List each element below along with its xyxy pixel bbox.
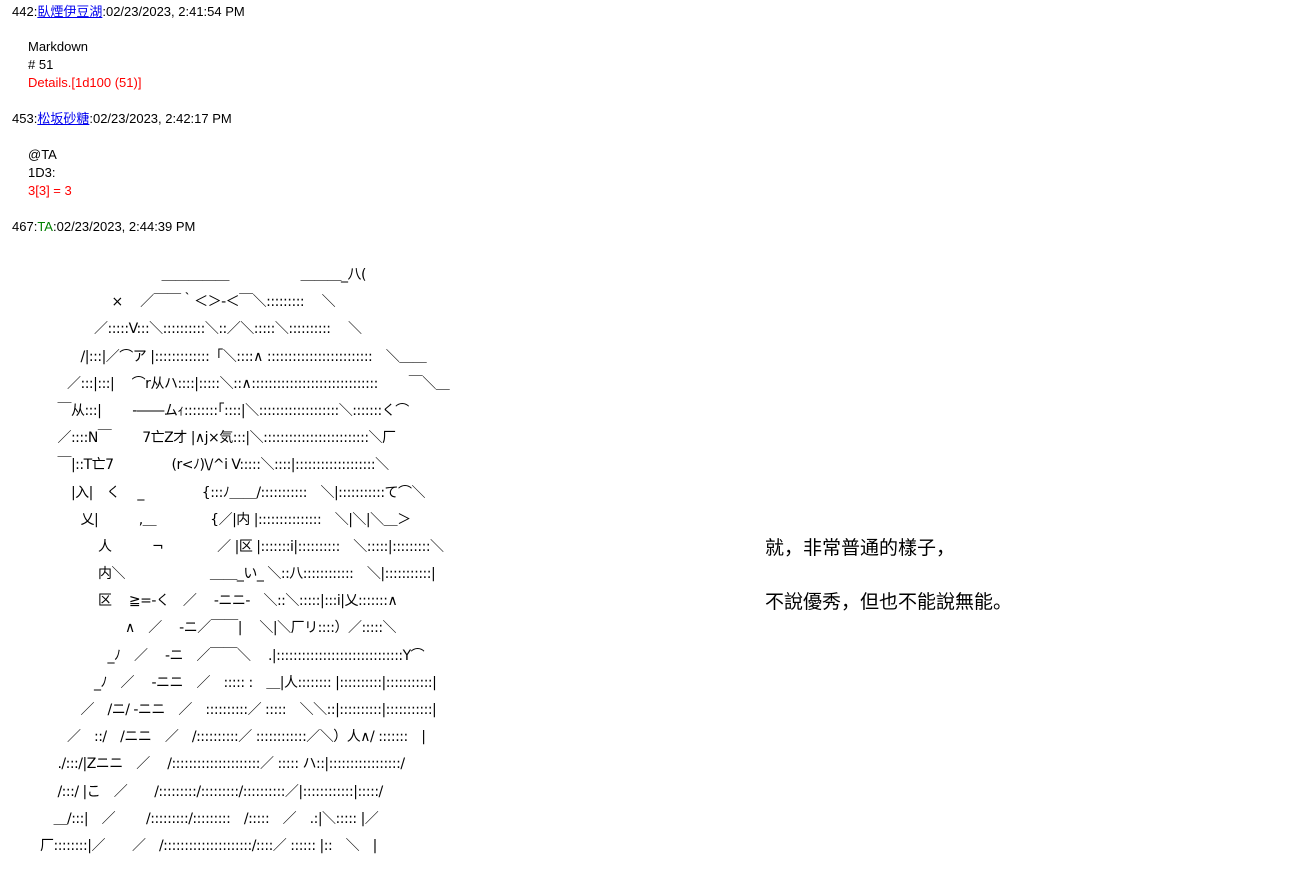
ascii-art-line: ／:::|:::| ⌒r从ハ::::|:::::＼::∧::::::::::::… [40, 375, 450, 392]
dice-result: Details.[1d100 (51)] [28, 75, 142, 90]
post-header-442: 442:臥煙伊豆湖:02/23/2023, 2:41:54 PM [12, 3, 245, 21]
ascii-art-line: ＿＿＿＿＿ ＿＿＿_八( [40, 267, 366, 283]
ascii-art-line: ￣|::T亡7 (r<ﾉ)\/^i V:::::＼::::|::::::::::… [40, 457, 389, 474]
post-line: 1D3: [28, 165, 56, 180]
separator: : [33, 111, 38, 126]
post-header-453: 453:松坂砂糖:02/23/2023, 2:42:17 PM [12, 110, 232, 128]
ascii-art-line: × ／￣￣｀＜＞-＜￣＼::::::::: ＼ [40, 294, 336, 311]
ascii-art: ＿＿＿＿＿ ＿＿＿_八( × ／￣￣｀＜＞-＜￣＼::::::::: ＼ ／::… [40, 262, 450, 860]
post-body-442: Markdown # 51 Details.[1d100 (51)] [28, 38, 141, 92]
separator: : [102, 4, 106, 19]
post-timestamp: 02/23/2023, 2:42:17 PM [92, 111, 232, 126]
ascii-art-line: 区 ≧=-く ／ -ニニ- ＼::＼:::::|:::i|乂:::::::∧ [40, 593, 398, 610]
ascii-art-line: ／ ::/ /ニニ ／ /::::::::::／ ::::::::::::／＼）… [40, 729, 426, 746]
post-number: 467 [12, 219, 34, 234]
caption-line-1: 就，非常普通的樣子， [765, 537, 956, 559]
ascii-art-line: _ﾉ ／ -ニニ ／ ::::: : ＿|人:::::::: |::::::::… [40, 674, 437, 691]
ascii-art-line: |入| く _ {:::ﾉ＿＿/::::::::::: ＼|::::::::::… [40, 484, 426, 501]
ascii-art-line: 乂| ,＿ {／|内 |::::::::::::::: ＼|＼|＼＿＞ [40, 511, 411, 528]
post-line: @TA [28, 147, 57, 162]
post-body-453: @TA 1D3: 3[3] = 3 [28, 146, 72, 200]
post-header-467: 467:TA:02/23/2023, 2:44:39 PM [12, 218, 195, 236]
ascii-art-line: /|:::|／⌒ア |:::::::::::::「＼::::∧ ::::::::… [40, 348, 427, 365]
separator: : [33, 219, 38, 234]
post-timestamp: 02/23/2023, 2:44:39 PM [56, 219, 196, 234]
ascii-art-line: ／:::::V:::＼::::::::::＼::／＼:::::＼::::::::… [40, 321, 362, 338]
dice-result: 3[3] = 3 [28, 183, 72, 198]
post-timestamp: 02/23/2023, 2:41:54 PM [105, 4, 245, 19]
poster-name-link[interactable]: 臥煙伊豆湖 [37, 4, 103, 19]
poster-name: TA [37, 219, 53, 234]
ascii-art-line: 厂::::::::|／ ／ /:::::::::::::::::::::/:::… [40, 837, 377, 854]
ascii-art-line: 内＼ ＿＿_い_ ＼::八:::::::::::: ＼|:::::::::::| [40, 566, 436, 583]
ascii-art-line: _ﾉ ／ -ニ ／￣￣＼ .|:::::::::::::::::::::::::… [40, 647, 425, 664]
ascii-art-line: ／::::N￣ 7亡Z才 |∧j×気:::|＼:::::::::::::::::… [40, 430, 396, 447]
poster-name-link[interactable]: 松坂砂糖 [37, 111, 90, 126]
separator: : [52, 219, 57, 234]
post-line: # 51 [28, 57, 54, 72]
caption-line-2: 不說優秀，但也不能說無能。 [765, 591, 1013, 613]
ascii-art-line: 人 ¬ ／ |区 |:::::::i|:::::::::: ＼:::::|:::… [40, 538, 444, 555]
ascii-art-line: ￣从:::| -――ムｨ::::::::｢::::|＼:::::::::::::… [40, 402, 409, 419]
post-number: 453 [12, 111, 34, 126]
ascii-art-line: ／ /ニ/ -ニニ ／ ::::::::::／ ::::: ＼＼::|:::::… [40, 702, 437, 718]
ascii-art-line: ＿/:::| ／ /:::::::::/::::::::: /::::: ／ .… [40, 810, 379, 827]
separator: : [89, 111, 93, 126]
separator: : [33, 4, 38, 19]
post-line: Markdown [28, 39, 88, 54]
ascii-art-line: ./:::/|Zニニ ／ /:::::::::::::::::::::／ :::… [40, 756, 405, 773]
ascii-art-line: /:::/ |こ ／ /:::::::::/:::::::::/::::::::… [40, 783, 383, 800]
ascii-art-line: ∧ ／ -ニ／￣￣| ＼|＼厂リ::::）／:::::＼ [40, 620, 397, 637]
post-number: 442 [12, 4, 34, 19]
